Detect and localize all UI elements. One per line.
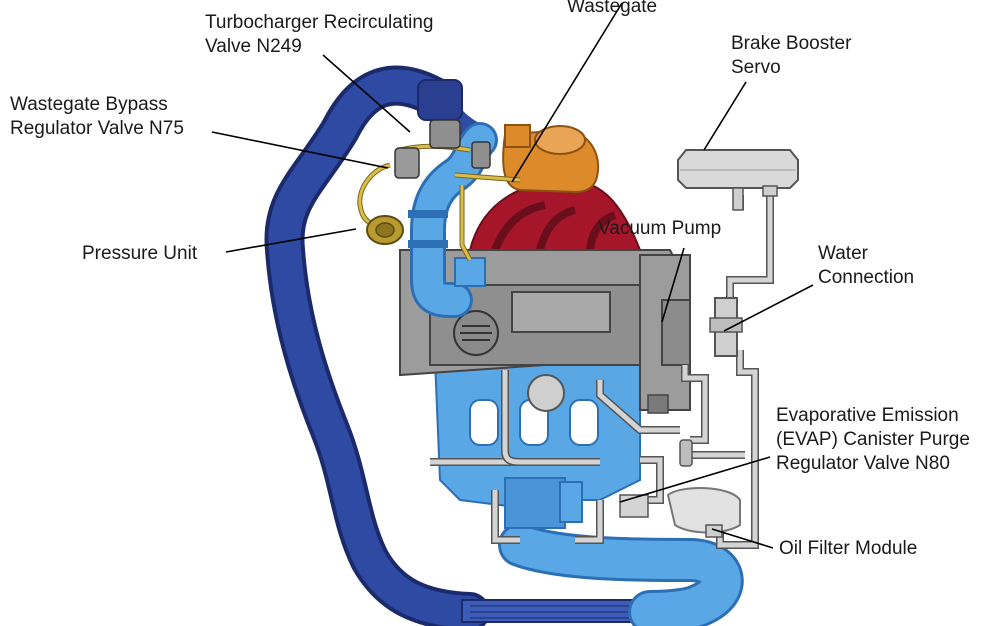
label-bypass-valve-line1: Wastegate Bypass (10, 94, 168, 115)
charge-air-hose (264, 65, 490, 626)
label-bypass-valve-line2: Regulator Valve N75 (10, 118, 184, 139)
label-evap-line1: Evaporative Emission (776, 405, 959, 426)
label-turbo-recirc-line1: Turbocharger Recirculating (205, 12, 433, 33)
label-water-connection-line1: Water (818, 243, 869, 264)
label-wastegate: Wastegate (567, 0, 657, 17)
label-turbo-recirc-line2: Valve N249 (205, 36, 302, 57)
label-oil-filter-module: Oil Filter Module (779, 538, 917, 559)
pressure-unit (366, 215, 404, 245)
recirculating-valve (429, 119, 491, 169)
oil-filter-module (666, 487, 741, 538)
brake-booster-servo (677, 149, 799, 211)
intake-hose-lower (498, 523, 744, 626)
label-brake-booster-line1: Brake Booster (731, 33, 852, 54)
water-connection-fitting (709, 297, 743, 357)
label-water-connection-line2: Connection (818, 267, 914, 288)
intercooler (461, 599, 653, 623)
label-vacuum-pump: Vacuum Pump (598, 218, 721, 239)
labels: Wastegate Turbocharger Recirculating Val… (10, 0, 970, 559)
label-pressure-unit: Pressure Unit (82, 243, 198, 264)
turbocharger (502, 124, 600, 194)
leader-lines (211, 2, 814, 549)
wastegate-bypass-valve (394, 147, 420, 179)
charge-air-pipe (408, 122, 498, 318)
engine-block (433, 359, 641, 529)
label-evap-line3: Regulator Valve N80 (776, 453, 950, 474)
label-evap-line2: (EVAP) Canister Purge (776, 429, 970, 450)
label-brake-booster-line2: Servo (731, 57, 781, 78)
